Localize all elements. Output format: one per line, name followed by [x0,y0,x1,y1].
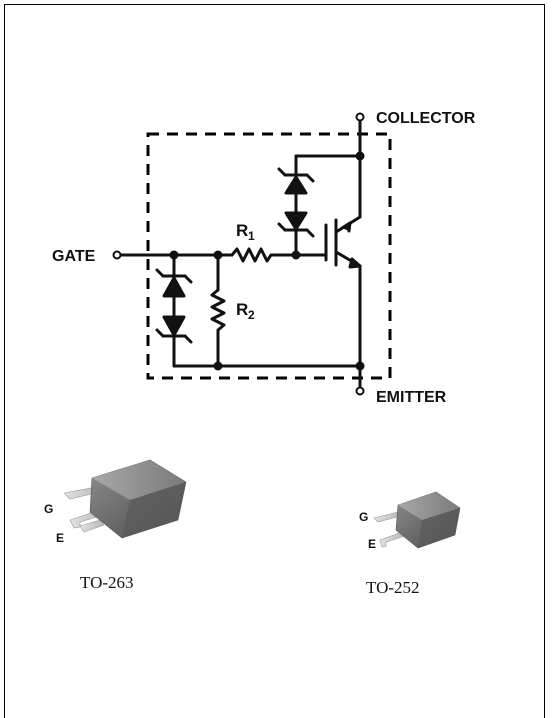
gate-terminal [112,250,122,260]
r1-label: R [236,221,248,240]
to252-pin-e-label: E [368,537,376,551]
to252-package-image [373,491,461,549]
emitter-label: EMITTER [376,389,447,406]
gate-label: GATE [52,248,96,265]
resistor-r1 [230,247,298,263]
r1-subscript: 1 [248,229,255,243]
to252-caption: TO-252 [366,578,420,597]
zener-diode-pair-lower [155,253,193,368]
r2-label: R [236,300,248,319]
to263-package-image [63,459,187,539]
emitter-terminal [355,386,365,396]
r2-subscript: 2 [248,308,255,322]
to263-pin-e-label: E [56,531,64,545]
resistor-r2 [210,288,226,368]
collector-terminal [355,112,365,122]
junction-dots [169,151,365,371]
page-frame [4,4,545,718]
to252-pin-g-label: G [359,510,368,524]
zener-diode-pair-upper [277,154,315,258]
device-boundary [146,132,392,380]
to263-pin-g-label: G [44,502,53,516]
collector-label: COLLECTOR [376,110,476,127]
to263-caption: TO-263 [80,573,134,592]
igbt-transistor [324,215,362,269]
